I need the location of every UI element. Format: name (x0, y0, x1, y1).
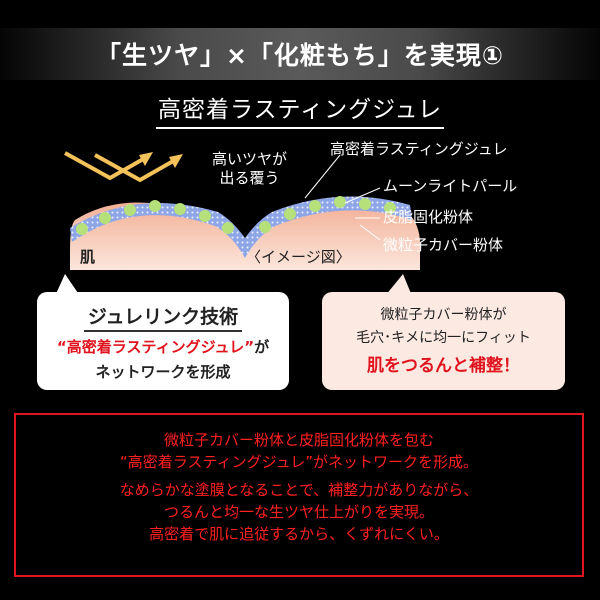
bubble-pointers (55, 274, 412, 296)
layer-diagram: 高いツヤが 出る覆う 高密着ラスティングジュレ ムーンライトパール 皮脂固化粉体… (0, 130, 600, 275)
gloss-label-line2: 出る覆う (219, 169, 280, 187)
info-line: 高密着で肌に追従するから、くずれにくい。 (149, 525, 449, 543)
callout-sebum-powder: 皮脂固化粉体 (383, 208, 474, 226)
gloss-arrows (64, 151, 176, 183)
bubble-right-emphasis: 肌をつるんと補整！ (367, 356, 520, 376)
info-box: 微粒子カバー粉体と皮脂固化粉体を包む “高密着ラスティングジュレ”がネットワーク… (14, 413, 584, 577)
bubble-right-line1: 微粒子カバー粉体が (380, 307, 507, 323)
gloss-label: 高いツヤが 出る覆う (212, 150, 287, 188)
callout-moonlight-pearl: ムーンライトパール (383, 177, 518, 195)
highlight-text: 高密着ラスティングジュレ (66, 338, 245, 356)
bubble-smooth-fit: 微粒子カバー粉体が 毛穴･キメに均一にフィット 肌をつるんと補整！ (322, 292, 565, 390)
info-line: “高密着ラスティングジュレ”がネットワークを形成。 (120, 453, 478, 471)
info-line: なめらかな塗膜となることで、補整力がありながら、 (119, 481, 479, 499)
bubble-right-line2: 毛穴･キメに均一にフィット (356, 330, 531, 346)
image-note: 〈イメージ図〉 (246, 248, 351, 266)
callout-cover-powder: 微粒子カバー粉体 (383, 236, 504, 254)
suffix-text: が (254, 338, 270, 356)
info-line: 微粒子カバー粉体と皮脂固化粉体を包む (163, 431, 434, 449)
bubble-title: ジュレリンク技術 (83, 302, 243, 332)
callout-jelly: 高密着ラスティングジュレ (330, 140, 508, 158)
quote-close: ” (244, 338, 255, 356)
title-banner: 「生ツヤ」×「化粧もち」を実現① (0, 28, 600, 80)
quote-open: “ (56, 338, 67, 356)
page-title: 「生ツヤ」×「化粧もち」を実現① (95, 41, 505, 70)
bubble-line1: “高密着ラスティングジュレ”が (37, 336, 289, 357)
subtitle-text: 高密着ラスティングジュレ (155, 90, 445, 129)
section-heading: 高密着ラスティングジュレ (0, 90, 600, 129)
info-line: つるんと均一な生ツヤ仕上がりを実現。 (163, 503, 434, 521)
skin-label: 肌 (80, 248, 96, 266)
moonlight-particles (76, 196, 396, 235)
gloss-label-line1: 高いツヤが (212, 150, 288, 168)
skin-layer-illustration (64, 151, 420, 270)
bubble-jelly-link: ジュレリンク技術 “高密着ラスティングジュレ”が ネットワークを形成 (37, 292, 289, 390)
bubble-line2: ネットワークを形成 (95, 363, 231, 381)
